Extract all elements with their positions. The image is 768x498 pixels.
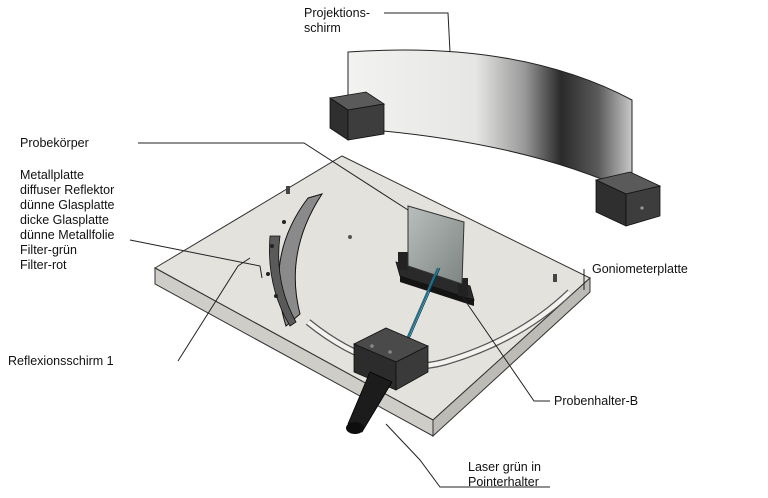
material-item: diffuser Reflektor — [20, 183, 115, 197]
label-reflection-screen: Reflexionsschirm 1 — [8, 354, 114, 368]
material-item: Filter-grün — [20, 243, 77, 257]
label-specimen: Probekörper — [20, 136, 89, 150]
label-specimen-holder: Probenhalter-B — [554, 394, 639, 408]
screen-support-right — [594, 171, 662, 227]
specimen-glass — [407, 205, 465, 285]
laser-pointer — [346, 327, 429, 434]
material-item: dicke Glasplatte — [20, 213, 109, 227]
label-projection-screen-line1: Projektions- — [304, 6, 370, 20]
label-laser: Laser grün in Pointerhalter — [468, 460, 541, 490]
screen-support-left — [328, 91, 386, 141]
label-material-list: Metallplatte diffuser Reflektor dünne Gl… — [20, 168, 115, 273]
pointer-holder — [353, 327, 429, 391]
label-projection-screen: Projektions- schirm — [304, 6, 370, 36]
goniometer-plate — [153, 155, 591, 438]
label-projection-screen-line2: schirm — [304, 21, 341, 35]
material-item: Filter-rot — [20, 258, 67, 272]
material-item: Metallplatte — [20, 168, 84, 182]
reflection-screen — [266, 193, 324, 327]
material-item: dünne Glasplatte — [20, 198, 115, 212]
label-laser-line1: Laser grün in — [468, 460, 541, 474]
projection-screen — [328, 49, 662, 227]
laser-beam — [402, 267, 440, 347]
label-goniometer-plate: Goniometerplatte — [592, 262, 688, 276]
material-item: dünne Metallfolie — [20, 228, 115, 242]
pointer-body — [346, 371, 393, 434]
label-laser-line2: Pointerhalter — [468, 475, 539, 489]
